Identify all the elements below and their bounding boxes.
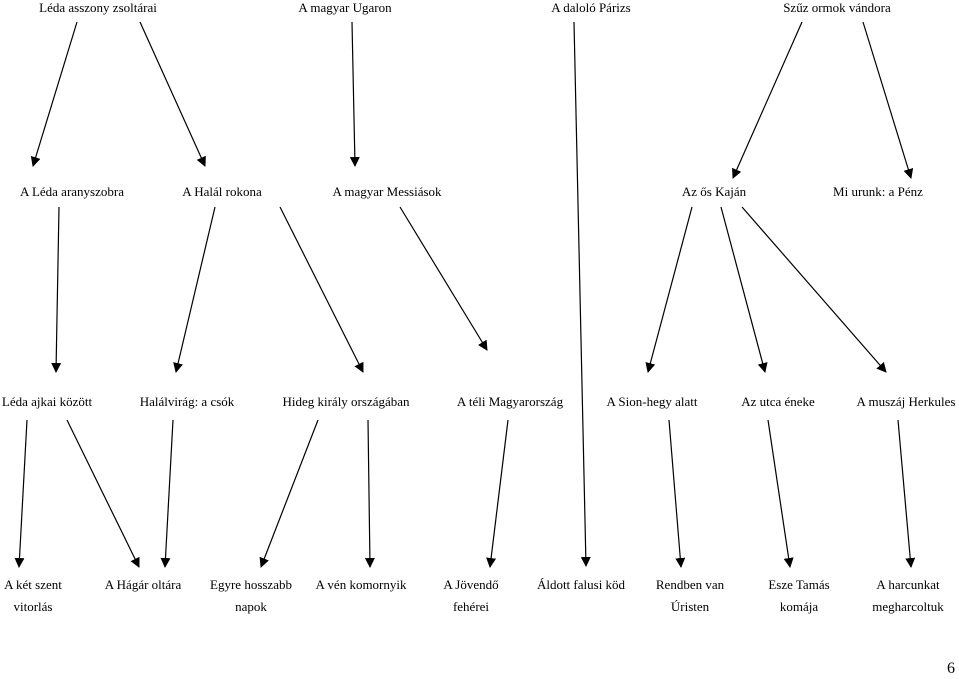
arrow-15 <box>66 419 140 568</box>
arrow-14 <box>14 419 28 568</box>
node-a-ket-szent-vitorlas-line1: A két szent <box>4 577 62 592</box>
node-aldott-falusi-kod: Áldott falusi köd <box>536 577 626 592</box>
arrow-10 <box>399 206 488 351</box>
arrow-7 <box>51 206 62 373</box>
arrow-12 <box>720 206 768 373</box>
page-number: 6 <box>947 660 955 677</box>
node-a-sion-hegy-alatt: A Sion-hegy alatt <box>606 394 698 409</box>
node-a-hagar-oltara: A Hágár oltára <box>104 577 182 592</box>
node-halalvirag-a-csok: Halálvirág: a csók <box>139 394 235 409</box>
arrow-13 <box>741 206 887 373</box>
arrow-11 <box>645 206 693 373</box>
arrow-8 <box>173 206 216 373</box>
node-egyre-hosszabb-napok-line1: Egyre hosszabb <box>210 577 292 592</box>
node-a-dalolo-parizs: A daloló Párizs <box>551 0 631 15</box>
node-az-os-kajan: Az ős Kaján <box>681 184 747 199</box>
arrow-20 <box>668 419 686 568</box>
node-a-muszaj-herkules: A muszáj Herkules <box>856 394 956 409</box>
arrow-17 <box>259 419 319 568</box>
arrow-21 <box>767 419 794 568</box>
node-rendben-van-uristen-line1: Rendben van <box>655 577 725 592</box>
node-hideg-kiraly-orszagaban: Hideg király országában <box>282 394 410 409</box>
node-a-teli-magyarorszag: A téli Magyarország <box>456 394 564 409</box>
node-a-magyar-ugaron: A magyar Ugaron <box>298 0 392 15</box>
node-az-utca-eneke: Az utca éneke <box>741 394 815 409</box>
arrow-4 <box>573 21 591 567</box>
node-leda-ajkai-kozott: Léda ajkai között <box>1 394 93 409</box>
arrow-18 <box>364 419 375 568</box>
node-a-ket-szent-vitorlas-line2: vitorlás <box>13 599 53 614</box>
node-a-harcunkat-megharcoltuk-line2: megharcoltuk <box>872 599 944 614</box>
node-a-harcunkat-megharcoltuk-line1: A harcunkat <box>876 577 940 592</box>
arrow-16 <box>160 419 174 568</box>
arrow-22 <box>897 419 916 568</box>
node-rendben-van-uristen-line2: Úristen <box>670 599 710 614</box>
node-a-jovendo-feherei-line2: fehérei <box>452 599 490 614</box>
node-egyre-hosszabb-napok-line2: napok <box>235 599 267 614</box>
node-a-magyar-messiasok: A magyar Messiások <box>332 184 442 199</box>
arrow-2 <box>139 21 206 167</box>
arrow-5 <box>732 21 803 179</box>
node-esze-tamas-komaja-line1: Esze Tamás <box>768 577 830 592</box>
arrow-6 <box>862 21 914 179</box>
node-mi-urunk-a-penz: Mi urunk: a Pénz <box>833 184 923 199</box>
node-a-jovendo-feherei-line1: A Jövendő <box>443 577 499 592</box>
node-szuz-ormok-vandora: Szűz ormok vándora <box>783 0 891 15</box>
arrow-19 <box>486 419 509 568</box>
node-a-halal-rokona: A Halál rokona <box>182 184 262 199</box>
node-leda-asszony-zsoltarai: Léda asszony zsoltárai <box>39 0 157 15</box>
arrow-3 <box>349 21 360 167</box>
node-a-leda-aranyszobra: A Léda aranyszobra <box>20 184 124 199</box>
arrow-9 <box>279 206 364 373</box>
node-a-ven-komornyik: A vén komornyik <box>315 577 407 592</box>
arrow-1 <box>30 21 78 167</box>
node-esze-tamas-komaja-line2: komája <box>779 599 819 614</box>
